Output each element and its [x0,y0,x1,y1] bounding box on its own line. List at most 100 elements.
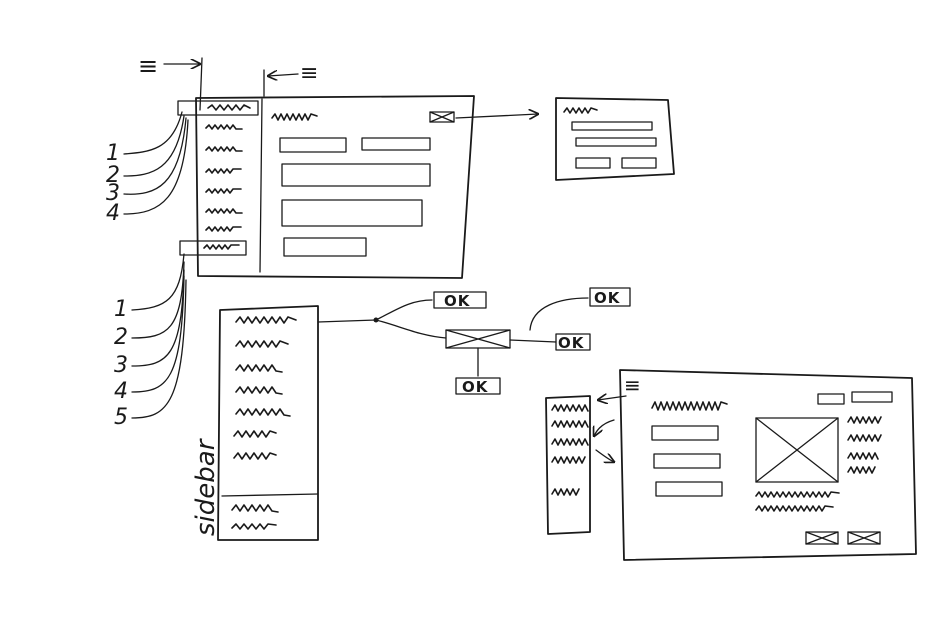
collapsed-sidebar-frame [545,395,591,535]
collapsed-sidebar-row [551,456,586,464]
ok-label: OK [558,334,585,352]
sidebar-item-scribble [203,244,240,250]
large-window-toolbar-box [851,391,893,403]
large-window-field-box [651,425,719,441]
callout-leader-line [131,261,185,339]
callout-number: 3 [114,353,128,378]
window-close-icon [429,111,455,123]
main-window-sidebar-items [177,100,259,256]
sidebar-row-scribble [233,430,277,438]
menu-glyph-annotation-left: ≡ [138,52,158,80]
ok-label: OK [444,292,471,310]
callout-number: 2 [106,163,120,188]
ok-label: OK [594,289,621,307]
ok-box: OK [455,377,501,396]
callout-leader-line [131,253,185,311]
sidebar-item-scribble [205,226,242,232]
callout-number: 2 [114,325,128,350]
sidebar-item-scribble [207,104,251,111]
flow-connector [529,297,589,331]
collapsed-sidebar-sketch [545,395,615,535]
large-window-side-text [847,466,876,474]
callout-number: 1 [106,141,120,166]
dialog-title-scribble [563,107,598,114]
window-close-icon-cross [429,111,455,123]
ok-flow: OK OK OK OK [317,287,631,396]
collapsed-sidebar-row [551,438,589,446]
ok-box: OK [433,291,487,310]
sidebar-item-scribble [205,146,243,152]
callout-leader-line [123,111,183,155]
sidebar-item-scribble [205,208,243,214]
menu-glyph-arrow-right [268,74,299,76]
dialog-wireframe [555,97,675,181]
toggle-arrow-expand [595,449,614,462]
close-to-dialog-arrow [455,114,538,118]
large-window-button [805,531,839,545]
sidebar-row-scribble [235,364,283,373]
sidebar-frame [217,305,319,541]
menu-glyph-guide-line [199,57,203,111]
window-title-scribble [271,113,318,121]
sidebar-detail-sketch: sidebar [191,305,319,541]
image-placeholder-box [445,329,511,349]
large-window-title-scribble [651,401,728,411]
large-window-side-text [847,452,879,460]
callout-number: 1 [114,297,128,322]
callout-leader-line [131,275,185,393]
callout-number: 3 [106,181,120,206]
collapsed-sidebar-row [551,420,589,428]
callout-number: 5 [114,405,128,430]
sidebar-row-scribble [235,340,289,348]
large-window-menu-glyph: ≡ [624,373,641,397]
toggle-arrow-collapse [594,419,615,436]
callout-number: 4 [106,201,120,226]
content-field-box [361,137,431,151]
large-window-image-placeholder [755,417,839,483]
menu-glyph-annotation-right: ≡ [300,61,318,86]
large-window-toolbar-box [817,393,845,405]
content-field-box [281,163,431,187]
sidebar-row-scribble [233,452,277,460]
ok-label: OK [462,378,489,396]
main-window-sidebar-divider [259,98,263,273]
dialog-field-box [571,121,653,131]
sidebar-row-scribble [231,523,277,530]
large-window-menu-arrow [598,396,627,400]
sidebar-section-divider [221,493,319,497]
ok-box: OK [589,287,631,307]
main-window-content-boxes [279,137,431,257]
large-window-field-box [655,481,723,497]
numbered-callouts-bottom: 1 2 3 4 5 [114,253,187,430]
large-window-button [847,531,881,545]
large-window-frame [619,369,917,561]
large-window-side-text [847,416,882,424]
large-window-body-text [755,491,840,498]
sidebar-label: sidebar [191,437,221,536]
callout-leader-line [131,279,187,419]
large-window-side-text [847,434,882,442]
numbered-callouts-top: 1 2 3 4 [106,111,189,226]
content-field-box [283,237,367,257]
flow-connector [317,319,377,323]
callout-leader-line [123,115,185,177]
collapsed-sidebar-row [551,404,589,412]
dialog-button-box [575,157,611,169]
flow-connector [375,299,433,321]
sidebar-row-scribble [235,408,291,417]
highlighted-sidebar-item-bottom [179,240,247,256]
dialog-frame [555,97,675,181]
menu-glyph-callouts: ≡ ≡ [138,52,318,111]
content-field-box [279,137,347,153]
sidebar-row-scribble [231,504,279,513]
callout-leader-line [123,119,189,215]
flow-connector [375,319,447,339]
large-window-wireframe: ≡ [598,369,917,561]
sidebar-row-scribble [235,316,297,324]
large-window-field-box [653,453,721,469]
content-field-box [281,199,423,227]
large-window-body-text [755,505,834,512]
dialog-button-box [621,157,657,169]
sidebar-row-scribble [235,386,283,395]
